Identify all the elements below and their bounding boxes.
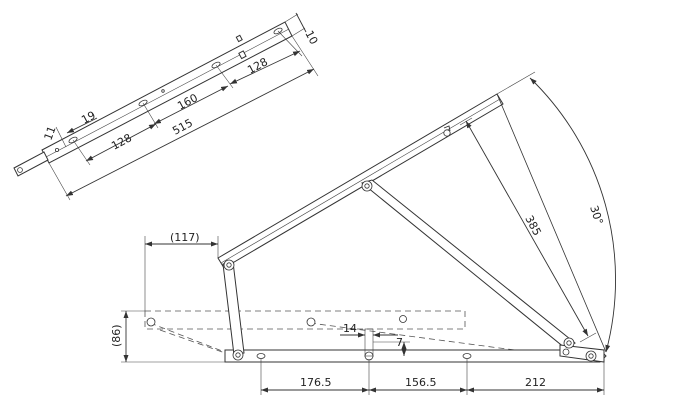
- base-bar: [224, 349, 607, 363]
- dim-label-7: 7: [396, 336, 403, 349]
- dim-label-117: (117): [170, 231, 200, 244]
- upper-arm-extension: [496, 93, 607, 353]
- pivot-base-left-inner: [235, 352, 241, 358]
- main-view: (117) (86) 14 7 176.5 156.5 212 385 3: [110, 71, 616, 395]
- arm-stud: [443, 129, 451, 137]
- dim-line-385: [465, 120, 589, 337]
- closed-pivot-left: [146, 317, 156, 327]
- dim-line-515: [65, 68, 315, 197]
- side-view-pin: [55, 147, 60, 152]
- pivot-end-inner: [588, 353, 594, 359]
- base-slot-3: [462, 353, 472, 359]
- arm-stud-clip: [443, 125, 451, 132]
- dim-label-10: 10: [302, 28, 320, 46]
- dim-label-86: (86): [110, 324, 123, 347]
- left-link: [222, 261, 245, 356]
- angle-arc-30: [529, 77, 616, 353]
- pivot-base-right-inner: [566, 340, 572, 346]
- side-view: 10 128 160 128 19 11 515: [13, 12, 320, 201]
- closed-pivot-right: [399, 315, 407, 323]
- side-view-strip: [41, 21, 293, 164]
- center-block: [364, 328, 374, 357]
- closed-arm-dashed: [144, 310, 466, 330]
- side-view-end-hole: [17, 167, 23, 173]
- pivot-small: [562, 348, 570, 356]
- upper-arm-edge: [220, 98, 501, 264]
- dim-label-176-5: 176.5: [300, 376, 332, 389]
- side-view-centerline: [45, 28, 290, 158]
- dim-label-212: 212: [525, 376, 546, 389]
- side-view-tab-small: [235, 34, 243, 43]
- base-slot-1: [256, 353, 266, 359]
- dim-label-156-5: 156.5: [405, 376, 437, 389]
- side-view-pin-2: [161, 89, 165, 93]
- dim-label-14: 14: [343, 322, 357, 335]
- pivot-upper-center-inner: [364, 183, 370, 189]
- diagonal-link: [360, 179, 576, 349]
- dim-label-11: 11: [42, 124, 59, 142]
- closed-link-dashed-left: [149, 322, 236, 357]
- dim-label-515: 515: [170, 116, 195, 137]
- dim-label-128-bottom: 128: [109, 131, 134, 152]
- angle-label-30: 30°: [587, 204, 605, 227]
- dim-line-10: [295, 12, 307, 33]
- pivot-upper-left-inner: [226, 262, 232, 268]
- closed-pivot-center: [306, 317, 316, 327]
